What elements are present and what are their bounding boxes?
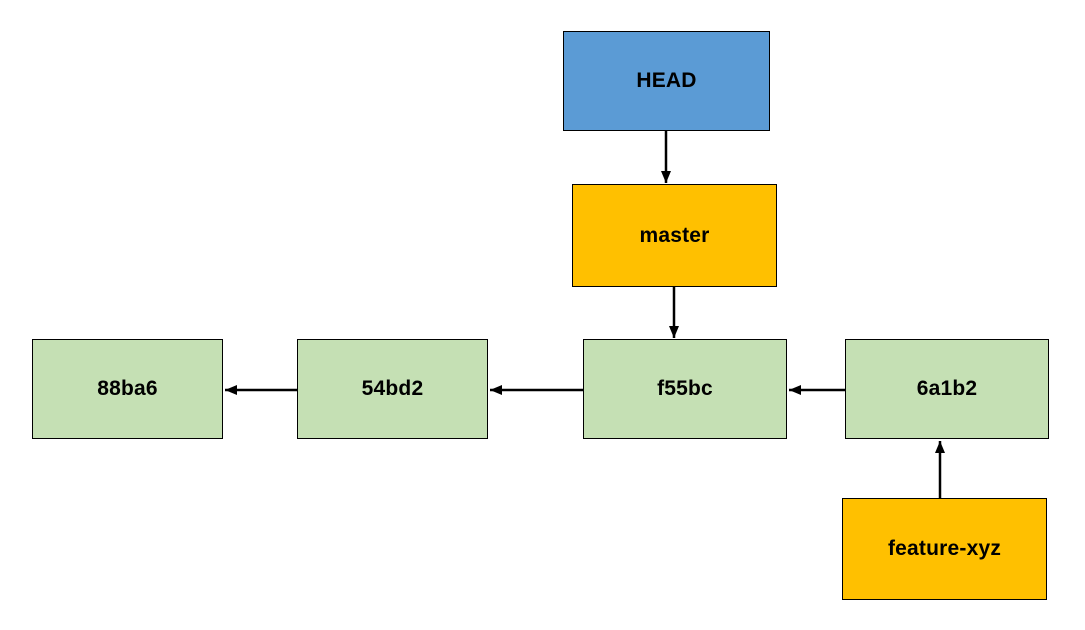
branch-master-node: master bbox=[572, 184, 777, 287]
commit-f55bc-node: f55bc bbox=[583, 339, 787, 439]
commit-88ba6-node: 88ba6 bbox=[32, 339, 223, 439]
branch-feature-xyz-node: feature-xyz bbox=[842, 498, 1047, 600]
commit-6a1b2-node: 6a1b2 bbox=[845, 339, 1049, 439]
head-pointer-node: HEAD bbox=[563, 31, 770, 131]
commit-54bd2-node: 54bd2 bbox=[297, 339, 488, 439]
